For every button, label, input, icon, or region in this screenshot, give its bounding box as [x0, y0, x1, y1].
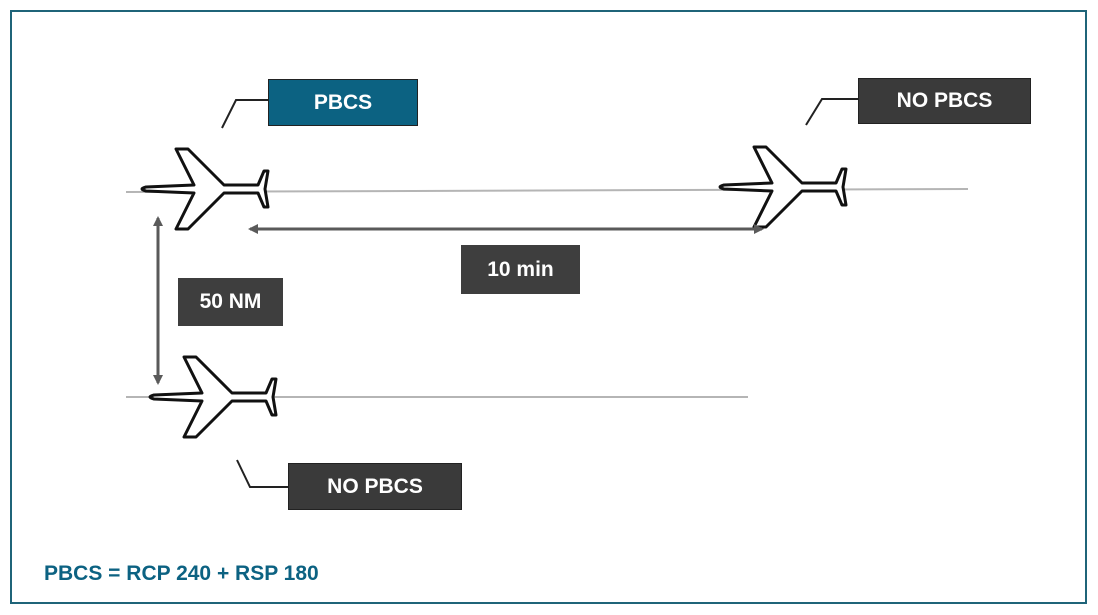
- pbcs-callout: PBCS: [268, 79, 418, 126]
- callout-leader-top-left: [221, 99, 268, 129]
- aircraft-icon-top-left: [140, 147, 270, 231]
- aircraft-icon-bottom: [148, 355, 278, 439]
- pbcs-definition-footnote: PBCS = RCP 240 + RSP 180: [44, 562, 319, 585]
- no-pbcs-callout-top: NO PBCS: [858, 78, 1031, 124]
- callout-leader-top-right: [805, 98, 858, 126]
- aircraft-icon-top-right: [718, 145, 848, 229]
- longitudinal-separation-label: 10 min: [461, 245, 580, 294]
- lateral-separation-label: 50 NM: [178, 278, 283, 326]
- no-pbcs-callout-bottom: NO PBCS: [288, 463, 462, 510]
- callout-leader-bottom: [236, 459, 288, 488]
